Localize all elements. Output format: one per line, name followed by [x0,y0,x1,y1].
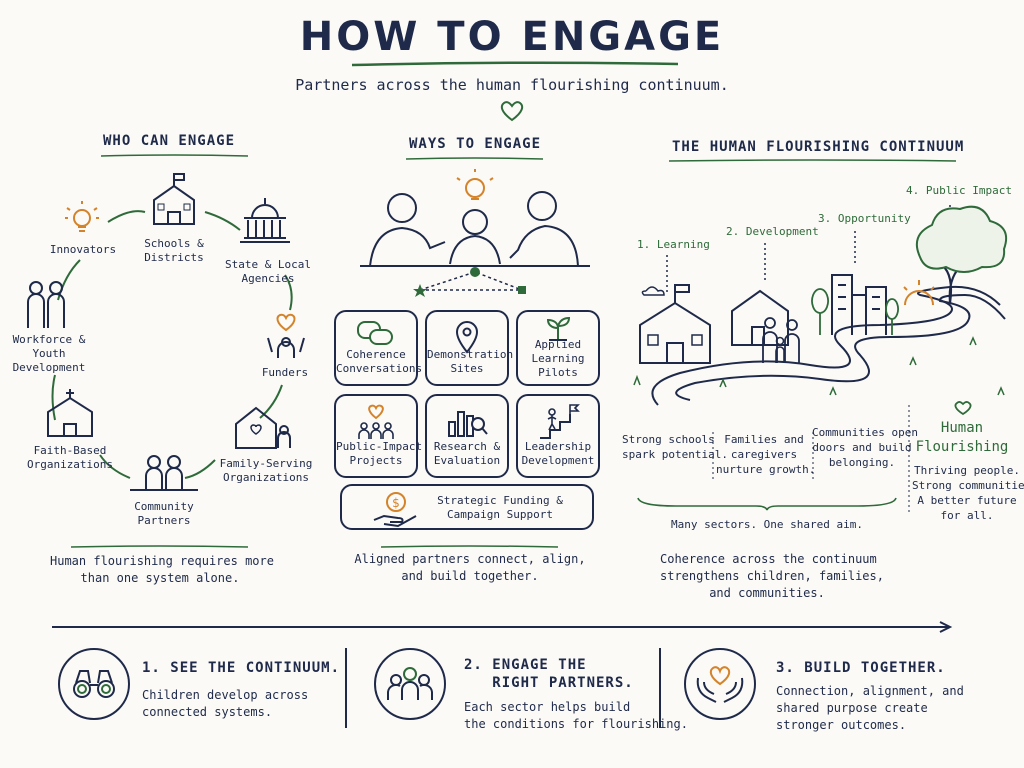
step-3-icon-circle [684,648,756,720]
note-divider [908,405,910,515]
page-subtitle: Partners across the human flourishing co… [295,76,729,94]
step-divider [345,648,347,728]
card-demonstration[interactable]: Demonstration Sites [425,310,514,386]
card-leadership[interactable]: Leadership Development [516,394,600,478]
who-network-ring [51,210,293,479]
who-innovators: Innovators [49,243,117,256]
school-icon [153,173,195,225]
card-coherence[interactable]: Coherence Conversations [334,310,423,386]
hands-heart-icon [696,666,744,703]
people-heart-icon [358,404,394,439]
card-research-label: Research & Evaluation [433,440,501,467]
sprout-icon [546,316,571,341]
brace-caption: Many sectors. One shared aim. [670,518,864,531]
heading-underline [100,154,249,157]
funders-heart-icon [267,313,305,358]
svg-text:$: $ [392,496,400,510]
community-people-icon [130,455,198,491]
heading-underline [405,157,544,160]
title-underline [351,61,679,67]
card-demonstration-label: Demonstration Sites [427,348,514,375]
continuum-heading: THE HUMAN FLOURISHING CONTINUUM [672,139,965,155]
flourishing-title: Human Flourishing [915,420,1009,455]
capitol-icon [240,198,290,243]
church-icon [47,389,93,437]
card-public-impact[interactable]: Public-Impact Projects [334,394,423,478]
stage-learning: 1. Learning [637,238,710,251]
stairs-flag-icon [540,404,580,439]
who-faith: Faith-Based Organizations [26,444,114,471]
note-development: Families and caregivers nurture growth. [716,433,816,476]
who-funders: Funders [261,366,309,379]
note-opportunity: Communities open doors and build belongi… [812,426,918,469]
note-divider [812,432,814,482]
ways-caption: Aligned partners connect, align, and bui… [354,552,586,583]
caption-divider [380,545,559,548]
binoculars-icon [73,670,115,698]
coin-hand-icon: $ [373,492,417,528]
students-icon [27,281,65,328]
card-research[interactable]: Research & Evaluation [425,394,509,478]
location-pin-icon [455,321,479,354]
stage-public-impact: 4. Public Impact [906,184,1012,197]
flourishing-text: Thriving people. Strong communities. A b… [912,464,1024,522]
card-coherence-label: Coherence Conversations [336,348,423,375]
speech-bubbles-icon [357,321,393,345]
who-family: Family-Serving Organizations [219,457,313,484]
step-divider [659,648,661,728]
heading-underline [668,159,957,162]
continuum-landscape [633,205,1008,406]
stage-development: 2. Development [726,225,819,238]
stage-opportunity: 3. Opportunity [818,212,911,225]
heart-icon [954,401,972,416]
step-3-body: Connection, alignment, and shared purpos… [776,684,964,732]
note-learning: Strong schools spark potential. [622,433,728,461]
continuum-caption: Coherence across the continuum strengthe… [660,552,884,600]
card-public-impact-label: Public-Impact Projects [336,440,423,467]
card-leadership-label: Leadership Development [521,440,595,467]
who-workforce: Workforce & Youth Development [12,333,86,374]
who-state: State & Local Agencies [224,258,312,285]
who-community: Community Partners [134,500,194,527]
ways-heading: WAYS TO ENGAGE [409,136,542,152]
step-2-title: 2. ENGAGE THE RIGHT PARTNERS. [464,657,634,691]
step-1-icon-circle [58,648,130,720]
collaboration-illustration [360,169,590,297]
who-caption: Human flourishing requires more than one… [50,554,274,585]
step-3-title: 3. BUILD TOGETHER. [776,660,946,676]
card-applied[interactable]: Applied Learning Pilots [516,310,600,386]
note-divider [712,432,714,482]
card-applied-label: Applied Learning Pilots [531,338,585,379]
step-1-body: Children develop across connected system… [142,688,309,719]
heart-icon [500,101,524,122]
step-2-icon-circle [374,648,446,720]
card-funding[interactable]: $ Strategic Funding & Campaign Support [340,484,594,530]
who-heading: WHO CAN ENGAGE [103,133,236,149]
people-icon [387,667,433,700]
chart-magnifier-icon [448,411,488,437]
family-home-icon [235,406,291,449]
step-2-body: Each sector helps build the conditions f… [464,700,688,731]
page-title: HOW TO ENGAGE [299,14,725,60]
sectors-brace [637,497,897,511]
step-1-title: 1. SEE THE CONTINUUM. [142,660,341,676]
caption-divider [70,545,249,548]
card-funding-label: Strategic Funding & Campaign Support [437,494,563,521]
timeline-arrow [52,621,953,633]
who-schools: Schools & Districts [144,237,204,264]
lightbulb-icon [65,201,99,232]
